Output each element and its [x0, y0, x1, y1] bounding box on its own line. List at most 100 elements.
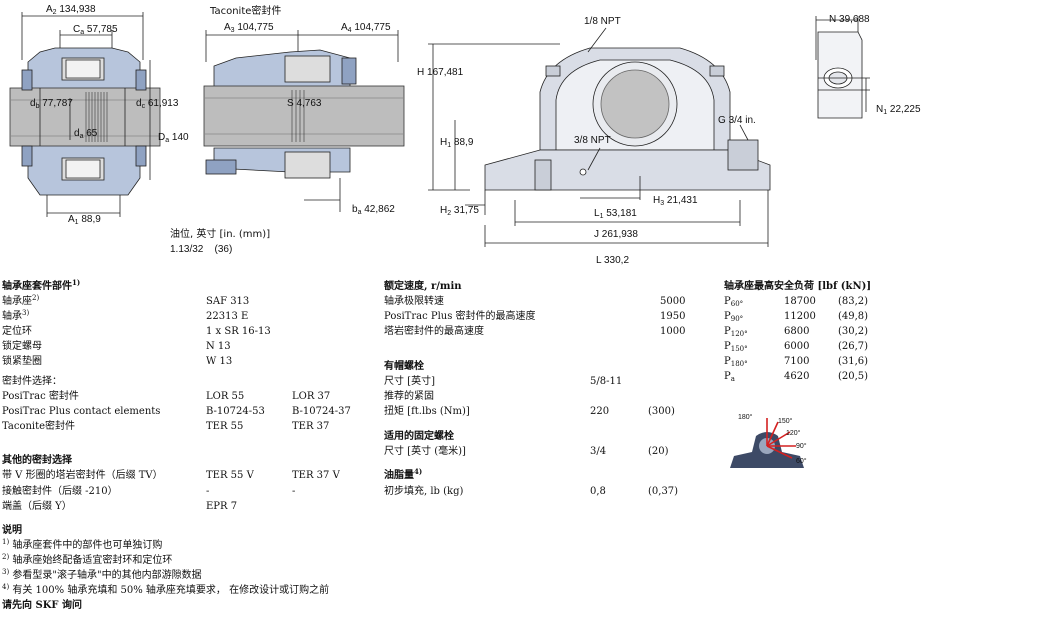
dim-H2: H2 31,75 — [440, 205, 479, 217]
note-2: 2) 轴承座始终配备适宜密封环和定位环 — [2, 553, 173, 567]
other-row-contact: 接触密封件（后缀 -210） — [2, 486, 118, 497]
angle-120: 120° — [786, 430, 801, 437]
dim-A1: A1 88,9 — [68, 214, 101, 226]
load-p-a: Pa — [724, 371, 735, 383]
grease-val: 0,8 — [590, 486, 606, 497]
load-lbf-120: 6800 — [784, 326, 810, 337]
torque-val: 220 — [590, 406, 610, 417]
technical-drawing — [9, 12, 870, 247]
front-view — [428, 27, 771, 247]
kit-val-nut: N 13 — [206, 341, 231, 352]
dim-Da: Da 140 — [158, 132, 189, 144]
load-kn-120: (30,2) — [838, 326, 869, 337]
dim-A3: A3 104,775 — [224, 22, 274, 34]
dim-G: G 3/4 in. — [718, 115, 756, 126]
seal-val1-taconite: TER 55 — [206, 421, 244, 432]
dim-L: L 330,2 — [596, 255, 630, 266]
note-3: 3) 参看型录"滚子轴承"中的其他内部游隙数据 — [2, 568, 202, 582]
load-p-180: P180° — [724, 356, 748, 368]
torque-label: 扭矩 [ft.lbs (Nm)] — [384, 406, 470, 417]
taconite-label: Taconite密封件 — [210, 6, 282, 17]
speed-row-limit: 轴承极限转速 — [384, 296, 444, 307]
other-row-tv: 带 V 形圈的塔岩密封件（后缀 TV） — [2, 470, 163, 481]
load-kn-60: (83,2) — [838, 296, 869, 307]
angle-180: 180° — [738, 414, 753, 421]
fix-bolts-size-mm: (20) — [648, 446, 669, 457]
fix-bolts-title: 适用的固定螺栓 — [384, 431, 454, 442]
torque-title: 推荐的紧固 — [384, 391, 434, 402]
grease-title: 油脂量4) — [384, 467, 423, 481]
load-lbf-180: 7100 — [784, 356, 810, 367]
dim-L1: L1 53,181 — [594, 208, 637, 220]
note-1: 1) 轴承座套件中的部件也可单独订购 — [2, 538, 163, 552]
dim-dc: dc 61,913 — [136, 98, 179, 110]
load-p-150: P150° — [724, 341, 748, 353]
torque-nm: (300) — [648, 406, 675, 417]
kit-val-ring: 1 x SR 16-13 — [206, 326, 271, 337]
other-row-cover: 端盖（后缀 Y） — [2, 501, 72, 512]
dim-N1: N1 22,225 — [876, 104, 921, 116]
section-view-left — [9, 12, 161, 217]
cap-bolts-title: 有帽螺栓 — [384, 361, 424, 372]
load-angle-diagram — [730, 418, 804, 468]
other-seal-title: 其他的密封选择 — [2, 455, 72, 466]
load-kn-a: (20,5) — [838, 371, 869, 382]
kit-val-housing: SAF 313 — [206, 296, 250, 307]
kit-row-nut: 锁定螺母 — [2, 341, 42, 352]
kit-row-bearing: 轴承3) — [2, 309, 30, 323]
cap-bolts-size-label: 尺寸 [英寸] — [384, 376, 435, 387]
speed-row-taconite: 塔岩密封件的最高速度 — [384, 326, 484, 337]
dim-S: S 4,763 — [287, 98, 322, 109]
dim-A4: A4 104,775 — [341, 22, 391, 34]
fix-bolts-size-label: 尺寸 [英寸 (毫米)] — [384, 446, 466, 457]
dim-ba: ba 42,862 — [352, 204, 395, 216]
kit-row-ring: 定位环 — [2, 326, 32, 337]
fix-bolts-size-val: 3/4 — [590, 446, 607, 457]
load-p-120: P120° — [724, 326, 748, 338]
seal-val2-positrac-plus: B-10724-37 — [292, 406, 351, 417]
other-val1-tv: TER 55 V — [206, 470, 254, 481]
dim-A2: A2 134,938 — [46, 4, 96, 16]
other-val1-cover: EPR 7 — [206, 501, 238, 512]
load-title: 轴承座最高安全负荷 [lbf (kN)] — [724, 281, 872, 292]
load-kn-90: (49,8) — [838, 311, 869, 322]
load-lbf-60: 18700 — [784, 296, 816, 307]
seal-val2-positrac: LOR 37 — [292, 391, 331, 402]
load-p-60: P60° — [724, 296, 744, 308]
dim-Ca: Ca 57,785 — [73, 24, 118, 36]
seal-title: 密封件选择： — [2, 376, 62, 387]
speed-val-positrac: 1950 — [660, 311, 686, 322]
kit-row-housing: 轴承座2) — [2, 294, 40, 308]
seal-val1-positrac: LOR 55 — [206, 391, 245, 402]
grease-kg: (0,37) — [648, 486, 679, 497]
speed-row-positrac: PosiTrac Plus 密封件的最高速度 — [384, 311, 536, 322]
speed-val-limit: 5000 — [660, 296, 686, 307]
seal-row-positrac-plus: PosiTrac Plus contact elements — [2, 406, 161, 417]
other-val1-contact: - — [206, 486, 210, 497]
seal-val1-positrac-plus: B-10724-53 — [206, 406, 265, 417]
load-p-90: P90° — [724, 311, 744, 323]
dim-H3: H3 21,431 — [653, 195, 698, 207]
load-lbf-90: 11200 — [784, 311, 816, 322]
load-lbf-150: 6000 — [784, 341, 810, 352]
speed-val-taconite: 1000 — [660, 326, 686, 337]
seal-val2-taconite: TER 37 — [292, 421, 330, 432]
seal-row-taconite: Taconite密封件 — [2, 421, 76, 432]
npt-1-8-label: 1/8 NPT — [584, 16, 621, 27]
cap-bolts-size-val: 5/8-11 — [590, 376, 623, 387]
kit-row-washer: 锁紧垫圈 — [2, 356, 42, 367]
oil-level-label: 油位, 英寸 [in. (mm)] — [170, 229, 271, 240]
angle-90: 90° — [796, 443, 807, 450]
dim-N: N 39,688 — [829, 14, 870, 25]
seal-row-positrac: PosiTrac 密封件 — [2, 391, 79, 402]
load-lbf-a: 4620 — [784, 371, 810, 382]
oil-level-value: 1.13/32 (36) — [170, 244, 233, 255]
dim-db: db 77,787 — [30, 98, 73, 110]
load-kn-180: (31,6) — [838, 356, 869, 367]
notes-footer: 请先向 SKF 询问 — [2, 600, 82, 611]
grease-label: 初步填充, lb (kg) — [384, 486, 464, 497]
angle-150: 150° — [778, 418, 793, 425]
other-val2-contact: - — [292, 486, 296, 497]
dim-H1: H1 88,9 — [440, 137, 474, 149]
other-val2-tv: TER 37 V — [292, 470, 340, 481]
